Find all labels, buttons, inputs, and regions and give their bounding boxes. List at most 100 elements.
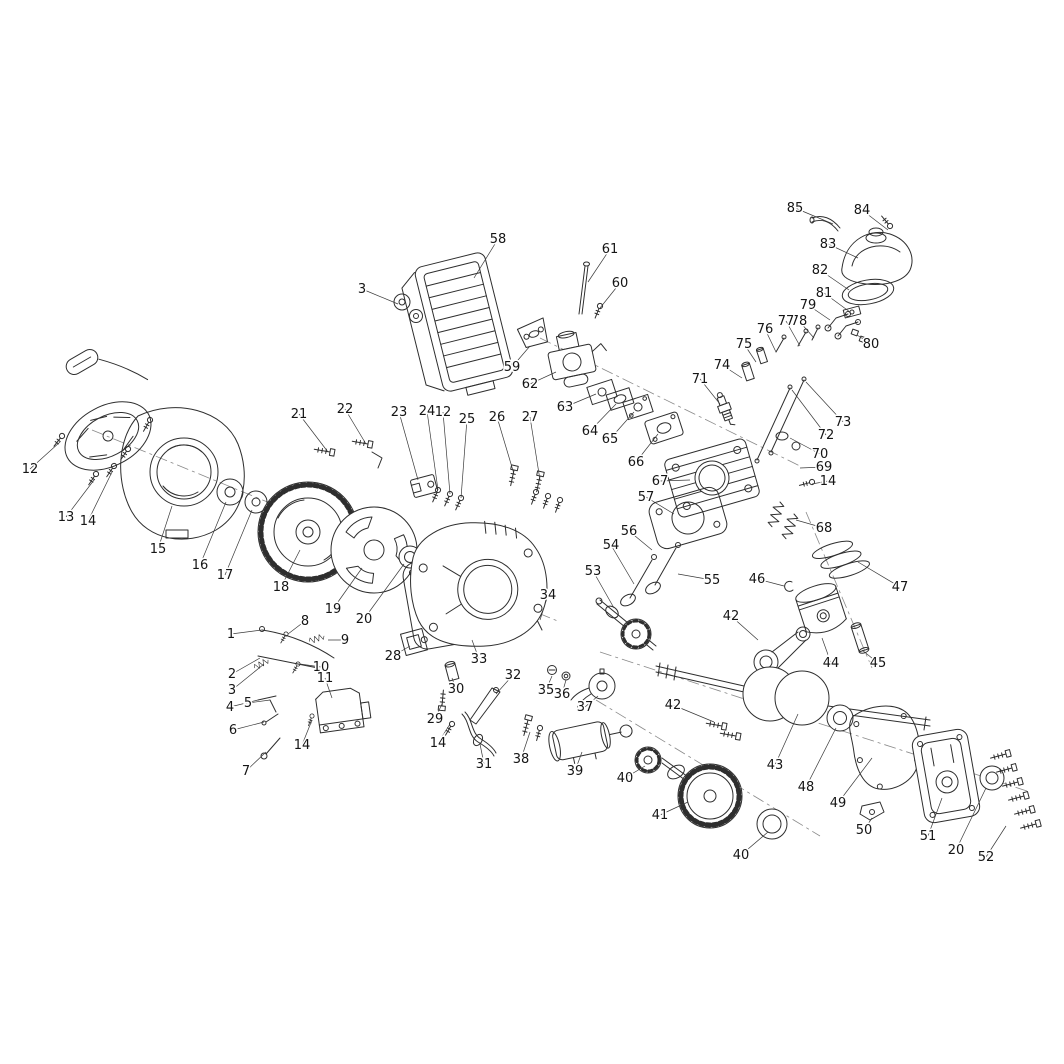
- crankshaft-sketch: [655, 662, 931, 731]
- callout-26: 26: [489, 410, 506, 425]
- oil-pipe-sketch: [461, 711, 497, 757]
- leader-line-85: [794, 207, 834, 225]
- leader-line-81: [823, 292, 851, 313]
- callout-47: 47: [892, 580, 909, 595]
- leader-line-3: [231, 663, 265, 691]
- callout-30: 30: [448, 682, 465, 697]
- leader-line-3: [361, 288, 399, 305]
- callout-46: 46: [749, 572, 766, 587]
- callout-77: 77: [778, 314, 795, 329]
- leader-line-51: [927, 797, 943, 837]
- lever-sketch: [469, 687, 501, 725]
- leader-line-2: [231, 657, 261, 675]
- callout-51: 51: [920, 829, 937, 844]
- cover-bolts-52: [989, 749, 1042, 832]
- rocker-arms-sketch: [824, 311, 868, 344]
- callout-22: 22: [337, 402, 354, 417]
- recoil-reel-sketch: [64, 401, 152, 471]
- starter-motor-sketch: [548, 721, 633, 764]
- callout-20: 20: [356, 612, 373, 627]
- breather-tube-sketch: [578, 261, 604, 320]
- leader-line-7: [245, 751, 267, 772]
- leader-line-77: [785, 320, 801, 347]
- leader-line-73: [805, 381, 844, 423]
- callout-34: 34: [540, 588, 557, 603]
- callout-10: 10: [313, 660, 330, 675]
- leader-line-49: [837, 757, 873, 804]
- pin-clip-sketch: [784, 580, 794, 592]
- callout-61: 61: [602, 242, 619, 257]
- leader-line-55: [677, 573, 713, 581]
- square-gasket-sketch: [400, 628, 428, 656]
- leader-line-53: [592, 570, 615, 609]
- leader-line-58: [473, 238, 499, 279]
- leader-line-68: [795, 519, 825, 529]
- spacer-gaskets-sketch: [586, 378, 654, 421]
- callout-18: 18: [273, 580, 290, 595]
- callout-82: 82: [812, 263, 829, 278]
- leader-line-18: [280, 549, 301, 588]
- fan-rotor-sketch: [330, 506, 418, 594]
- callout-69: 69: [816, 460, 833, 475]
- callout-15: 15: [150, 542, 167, 557]
- leader-line-24: [426, 410, 439, 491]
- callout-9: 9: [341, 633, 349, 648]
- callout-43: 43: [767, 758, 784, 773]
- leader-line-57: [645, 496, 675, 515]
- leader-line-27: [529, 416, 541, 481]
- leader-line-44: [821, 637, 832, 664]
- callout-35: 35: [538, 683, 555, 698]
- leader-line-64: [589, 403, 617, 432]
- callout-64: 64: [582, 424, 599, 439]
- callout-20: 20: [948, 843, 965, 858]
- leader-line-82: [819, 269, 850, 291]
- callout-28: 28: [385, 649, 402, 664]
- callout-76: 76: [757, 322, 774, 337]
- leader-line-79: [807, 304, 831, 321]
- callout-45: 45: [870, 656, 887, 671]
- callout-39: 39: [567, 764, 584, 779]
- leader-line-39: [574, 751, 583, 772]
- rocker-pivots-sketch: [775, 324, 821, 353]
- callout-41: 41: [652, 808, 669, 823]
- spark-plug-sketch: [716, 392, 736, 426]
- callout-59: 59: [504, 360, 521, 375]
- callout-84: 84: [854, 203, 871, 218]
- control-bracket-sketch: [315, 687, 372, 734]
- callout-71: 71: [692, 372, 709, 387]
- callout-55: 55: [704, 573, 721, 588]
- callout-27: 27: [522, 410, 539, 425]
- callout-78: 78: [791, 314, 808, 329]
- cover-gasket-sketch: [841, 278, 895, 319]
- ignition-coil-sketch: [410, 474, 438, 498]
- callout-40: 40: [617, 771, 634, 786]
- callout-14: 14: [294, 738, 311, 753]
- callout-31: 31: [476, 757, 493, 772]
- leader-line-29: [434, 703, 443, 720]
- callout-37: 37: [577, 700, 594, 715]
- leader-line-14: [87, 471, 113, 522]
- leader-line-47: [857, 561, 901, 588]
- callout-17: 17: [217, 568, 234, 583]
- callout-38: 38: [513, 752, 530, 767]
- callout-81: 81: [816, 286, 833, 301]
- callout-44: 44: [823, 656, 840, 671]
- leader-line-20: [955, 787, 987, 851]
- leader-line-14: [301, 719, 313, 746]
- callout-67: 67: [652, 474, 669, 489]
- leader-line-14: [811, 480, 829, 485]
- callout-23: 23: [391, 405, 408, 420]
- callout-72: 72: [818, 428, 835, 443]
- screws-24-12-25: [429, 486, 465, 512]
- leader-line-54: [610, 544, 635, 585]
- callout-14: 14: [80, 514, 97, 529]
- oil-sensor-sketch: [437, 661, 460, 738]
- carburetor-sketch: [547, 330, 607, 388]
- callout-85: 85: [787, 201, 804, 216]
- leader-line-69: [799, 466, 825, 469]
- leader-line-28: [392, 645, 411, 657]
- leader-line-16: [199, 501, 227, 566]
- leader-line-43: [774, 713, 799, 766]
- callout-3: 3: [358, 282, 366, 297]
